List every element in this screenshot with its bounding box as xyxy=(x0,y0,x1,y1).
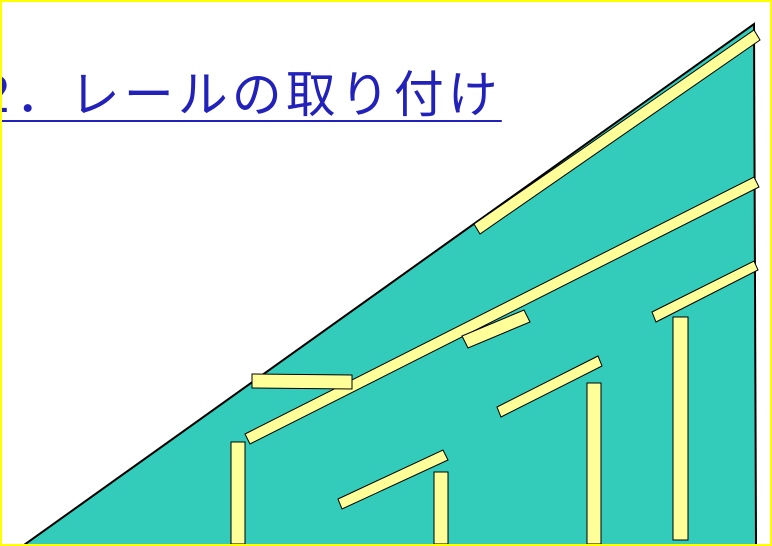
post-center-left xyxy=(433,471,449,544)
post-center-right xyxy=(586,382,602,544)
small-rail-center xyxy=(461,309,531,349)
middle-rail xyxy=(244,176,760,445)
rails-group xyxy=(244,29,761,510)
lower-left-rail xyxy=(337,449,449,510)
page-title: 2．レールの取り付け xyxy=(0,66,502,124)
center-rail xyxy=(496,355,603,418)
post-right xyxy=(672,316,689,541)
small-rail-upper-left xyxy=(251,373,353,390)
top-rail xyxy=(473,29,761,235)
roof-triangle xyxy=(23,22,757,544)
post-left xyxy=(230,441,246,544)
lower-right-rail xyxy=(651,260,759,323)
posts-group xyxy=(230,316,689,544)
